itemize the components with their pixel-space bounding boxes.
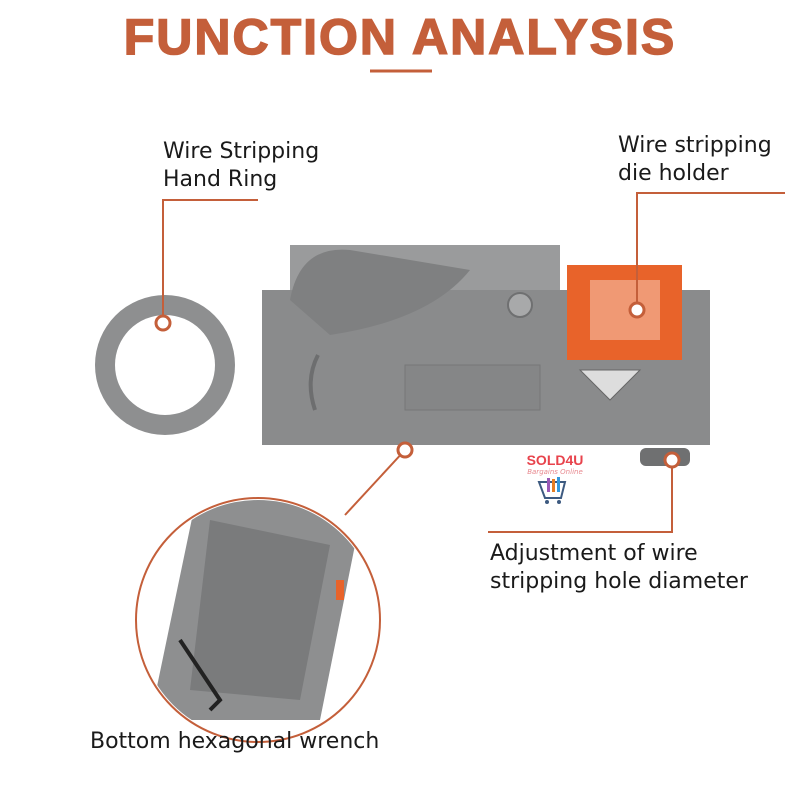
- watermark-logo: SOLD4U Bargains Online: [520, 452, 590, 510]
- arrow-mark: [308, 354, 320, 411]
- blade-cover: [290, 249, 470, 335]
- label-line: Wire stripping: [618, 133, 772, 158]
- die-holder-marker: [628, 301, 646, 319]
- wrench-marker: [396, 441, 414, 459]
- wire-stripper-tool: [95, 245, 710, 466]
- shopping-cart-icon: [537, 477, 567, 504]
- adjustment-label: Adjustment of wire stripping hole diamet…: [490, 540, 748, 596]
- label-line: stripping hole diameter: [490, 569, 748, 594]
- adjustment-marker: [663, 451, 681, 469]
- label-line: Hand Ring: [163, 167, 278, 192]
- label-line: Wire Stripping: [163, 139, 320, 164]
- wrench-label: Bottom hexagonal wrench: [90, 729, 380, 754]
- page-title: FUNCTION ANALYSIS: [123, 8, 677, 66]
- die-holder: [567, 265, 682, 360]
- label-recess: [404, 364, 541, 411]
- label-line: Adjustment of wire: [490, 541, 698, 566]
- die-holder-label: Wire stripping die holder: [618, 132, 772, 188]
- hand-ring-marker: [154, 314, 172, 332]
- logo-tagline: Bargains Online: [527, 468, 583, 476]
- logo-name: SOLD4U: [526, 452, 584, 468]
- screw: [507, 292, 533, 318]
- leader-lines: [162, 192, 785, 533]
- label-line: die holder: [618, 161, 729, 186]
- hand-ring-label: Wire Stripping Hand Ring: [163, 138, 319, 194]
- hex-wrench: [178, 638, 223, 712]
